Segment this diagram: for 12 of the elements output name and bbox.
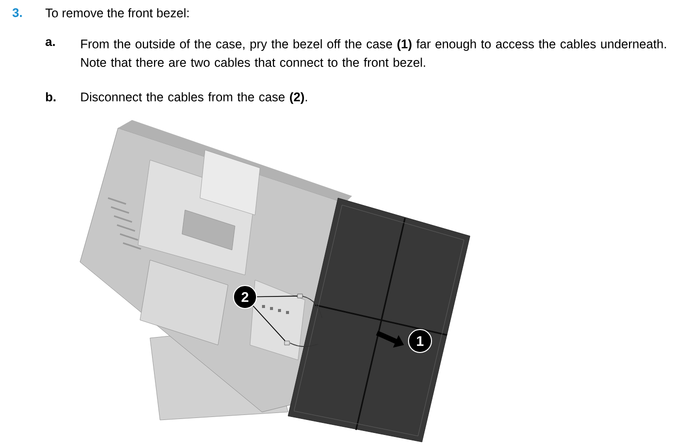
cable-connector — [297, 294, 303, 298]
leader-line — [252, 305, 286, 342]
substep-letter: a. — [46, 39, 55, 46]
cable-connector — [284, 340, 290, 346]
callout-number: 2 — [233, 285, 257, 309]
substep-letter: b. — [46, 92, 56, 102]
instruction-text: From the outside of the case, pry the bezel off the case (1) far enough to access the cables underneath. Note that there are two cables that connect to the front bezel. — [81, 39, 666, 67]
callout-number: 1 — [408, 329, 432, 353]
leader-line — [256, 296, 298, 298]
step-heading: To remove the front bezel: — [45, 8, 189, 18]
instruction-text: Disconnect the cables from the case (2). — [81, 92, 307, 104]
step-number: 3. — [12, 8, 22, 18]
